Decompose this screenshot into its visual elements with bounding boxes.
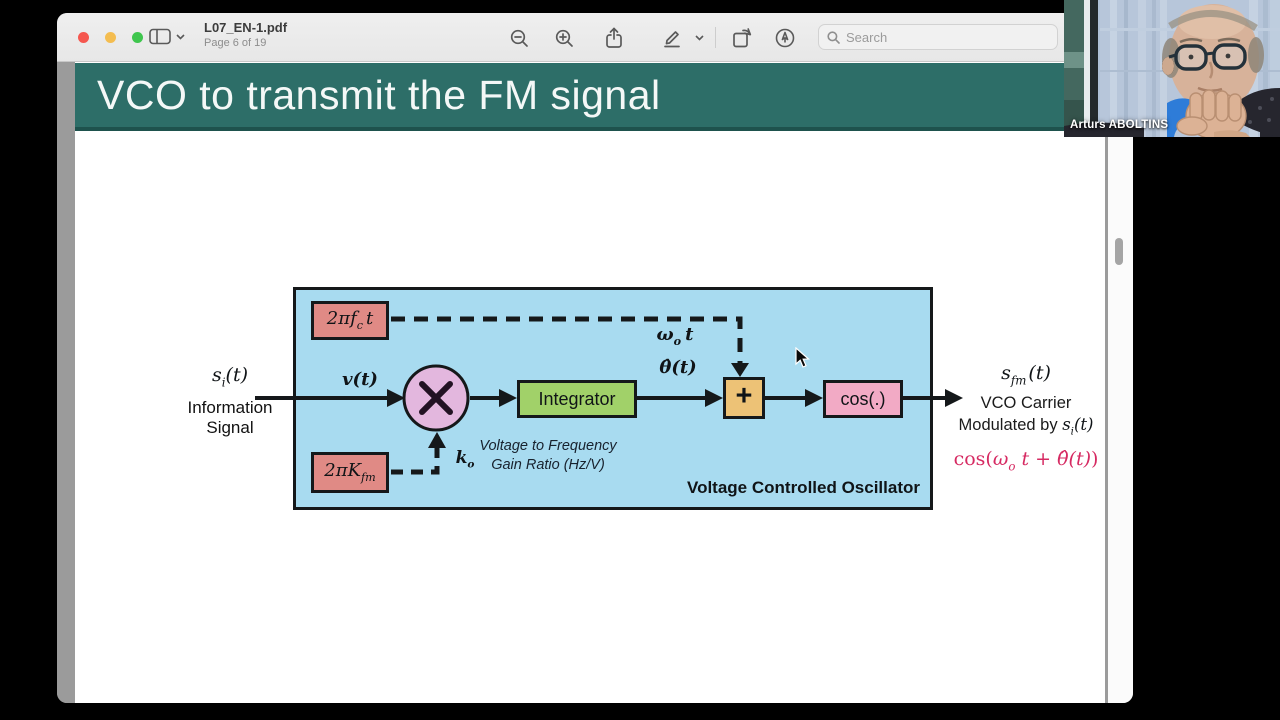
webcam-name-label: Arturs ABOLTINS — [1070, 119, 1169, 131]
rotate-button[interactable] — [730, 26, 754, 50]
ko-gain-label: ko — [455, 448, 475, 471]
page-indicator: Page 6 of 19 — [204, 36, 267, 49]
zoom-in-button[interactable] — [552, 26, 576, 50]
adder-block: + — [723, 377, 765, 419]
markup-menu-button[interactable] — [691, 26, 707, 50]
slide-title: VCO to transmit the FM signal — [97, 71, 661, 118]
output-formula: cos(ωo t + θ̂(t)) — [953, 447, 1099, 474]
adder-label: + — [735, 380, 753, 412]
share-button[interactable] — [602, 26, 626, 50]
integrator-label: Integrator — [538, 388, 616, 409]
slide-title-banner: VCO to transmit the FM signal — [75, 63, 1105, 131]
fill-sign-button[interactable] — [773, 26, 797, 50]
share-icon — [606, 27, 622, 48]
sidebar-toggle-button[interactable] — [149, 28, 185, 45]
integrator-block: Integrator — [517, 380, 637, 418]
person — [1064, 4, 1280, 137]
markup-pencil-icon — [664, 31, 680, 48]
sidebar-icon — [149, 28, 171, 45]
rotate-icon — [732, 28, 751, 48]
output-caption-2: Modulated by si(t) — [958, 415, 1094, 438]
pdf-content-area: VCO to transmit the FM signal — [57, 62, 1133, 703]
minimize-button[interactable] — [105, 32, 116, 43]
search-input[interactable]: Search — [818, 24, 1058, 50]
kfm-source-block: 2πKfm — [311, 452, 389, 493]
document-header: L07_EN-1.pdf Page 6 of 19 — [204, 20, 288, 50]
gain-ratio-note: Voltage to Frequency Gain Ratio (Hz/V) — [479, 438, 617, 473]
scrollbar-thumb[interactable] — [1115, 238, 1123, 265]
markup-button[interactable] — [660, 26, 684, 50]
zoom-out-button[interactable] — [507, 26, 531, 50]
search-placeholder: Search — [846, 29, 888, 45]
theta-hat-label: θ̂(t) — [659, 357, 697, 378]
search-icon — [827, 30, 840, 44]
v-of-t-label: v(t) — [342, 369, 378, 390]
fullscreen-button[interactable] — [132, 32, 143, 43]
input-signal-caption: Information Signal — [187, 398, 273, 437]
vco-caption: Voltage Controlled Oscillator — [687, 478, 920, 497]
pen-nib-circle-icon — [775, 28, 795, 48]
close-button[interactable] — [78, 32, 89, 43]
scrollbar-track[interactable] — [1108, 62, 1133, 703]
chevron-down-icon — [694, 35, 704, 41]
output-labels: sfm(t) VCO Carrier Modulated by si(t) co… — [947, 362, 1105, 473]
webcam-video — [1064, 0, 1280, 137]
mouse-cursor — [795, 346, 811, 374]
zoom-out-icon — [510, 29, 528, 47]
output-signal-label: sfm(t) — [1001, 362, 1051, 388]
toolbar: L07_EN-1.pdf Page 6 of 19 — [57, 13, 1133, 62]
cos-label: cos(.) — [840, 388, 886, 409]
chevron-down-icon — [176, 33, 185, 40]
pdf-page: VCO to transmit the FM signal — [75, 62, 1105, 703]
output-caption-1: VCO Carrier — [980, 394, 1072, 413]
zoom-in-icon — [555, 29, 573, 47]
input-signal-label: si(t) — [212, 364, 248, 390]
toolbar-separator — [715, 27, 716, 48]
webcam-overlay: Arturs ABOLTINS — [1064, 0, 1280, 137]
cos-block: cos(.) — [823, 380, 903, 418]
preview-window: L07_EN-1.pdf Page 6 of 19 — [57, 13, 1133, 703]
document-title: L07_EN-1.pdf — [204, 20, 288, 35]
